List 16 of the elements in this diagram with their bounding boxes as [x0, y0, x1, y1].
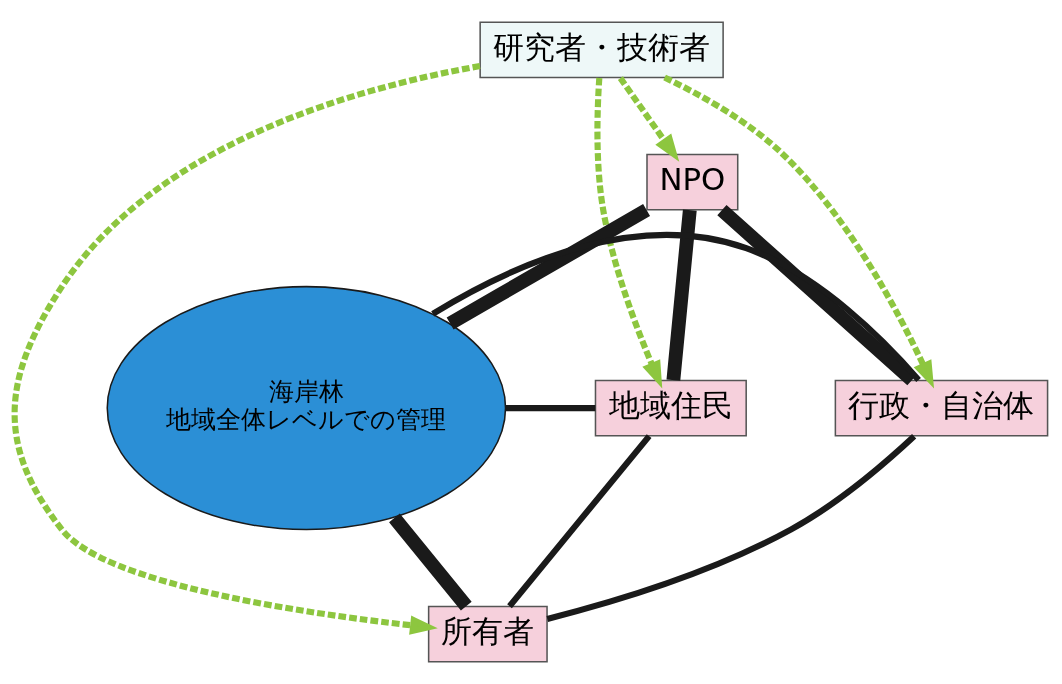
node-ellipse: 海岸林 地域全体レベルでの管理 [106, 285, 507, 531]
connector [431, 231, 921, 382]
arrow [617, 76, 680, 162]
arrow [594, 77, 663, 389]
arrow [11, 63, 481, 635]
arrow [663, 74, 935, 389]
connector [505, 405, 596, 412]
node-box: 地域住民 [594, 379, 747, 437]
node-box: NPO [646, 153, 739, 211]
node-box: 研究者・技術者 [479, 21, 724, 79]
connector [507, 434, 652, 609]
node-box: 行政・自治体 [834, 379, 1049, 437]
connector [389, 513, 472, 611]
connector [546, 434, 917, 622]
node-box: 所有者 [427, 605, 548, 663]
connector [446, 204, 651, 330]
